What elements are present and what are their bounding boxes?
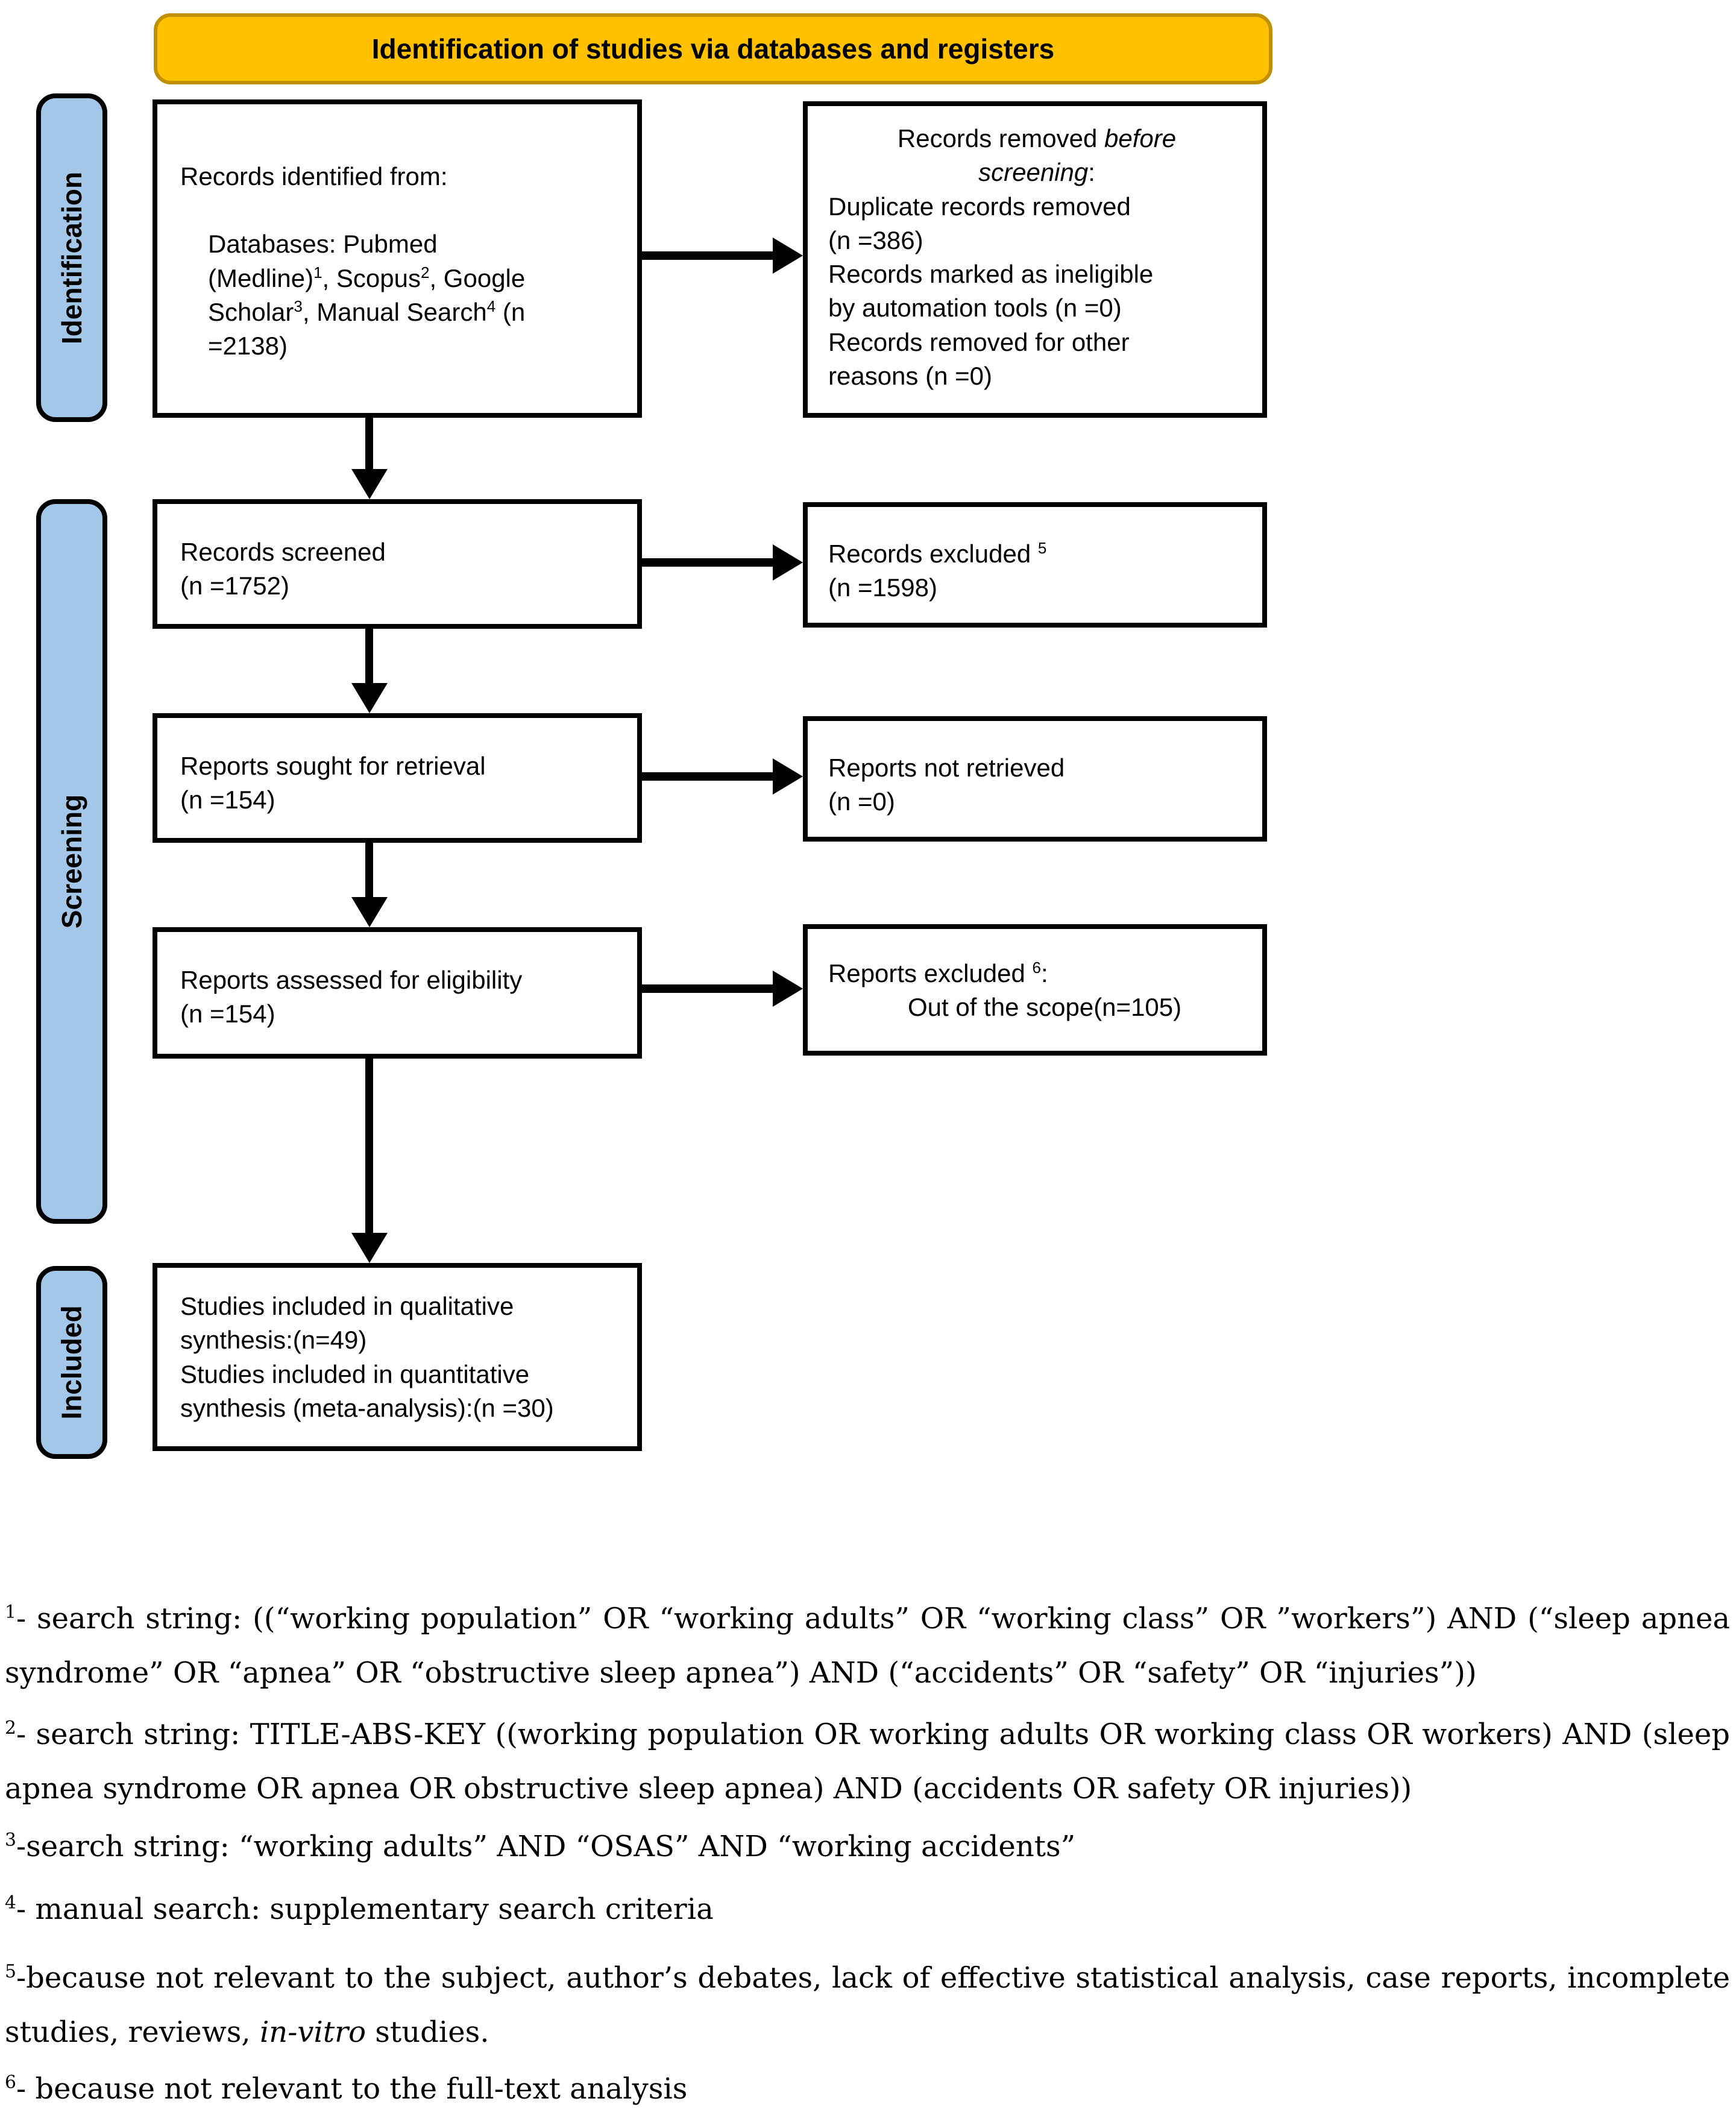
arrow-screened-to-excluded-line <box>642 558 774 567</box>
arrow-identified-to-removed-line <box>642 251 774 260</box>
records-identified-detail: Databases: Pubmed (Medline)1, Scopus2, G… <box>208 230 526 361</box>
arrow-assessed-to-included-head <box>351 1233 388 1263</box>
flow-box-reports-not-retrieved: Reports not retrieved (n =0) <box>803 716 1267 842</box>
flow-box-reports-excluded: Reports excluded 6: Out of the scope(n=1… <box>803 924 1267 1056</box>
arrow-assessed-to-excluded-head <box>773 971 803 1007</box>
flow-box-records-screened: Records screened (n =1752) <box>153 499 642 629</box>
reports-excluded-line2: Out of the scope(n=105) <box>908 993 1182 1022</box>
footnote-3-search-string-google-scholar: 3-search string: “working adults” AND “O… <box>5 1830 1076 1863</box>
footnote-6-fulltext-exclusion: 6- because not relevant to the full-text… <box>5 2072 688 2106</box>
flow-box-reports-assessed: Reports assessed for eligibility (n =154… <box>153 927 642 1059</box>
reports-sought-text: Reports sought for retrieval (n =154) <box>180 752 486 814</box>
footnote-5-exclusion-reasons: 5-because not relevant to the subject, a… <box>5 1961 1730 2050</box>
diagram-title: Identification of studies via databases … <box>371 33 1055 65</box>
footnote-1-search-string-pubmed: 1- search string: ((“working population”… <box>5 1602 1730 1690</box>
reports-not-retrieved-text: Reports not retrieved (n =0) <box>828 754 1065 816</box>
arrow-identified-to-screened-head <box>351 469 388 499</box>
arrow-screened-to-sought-head <box>351 683 388 713</box>
reports-excluded-line1: Reports excluded 6: <box>828 959 1048 987</box>
reports-assessed-text: Reports assessed for eligibility (n =154… <box>180 966 523 1028</box>
arrow-assessed-to-excluded-line <box>642 984 774 993</box>
records-identified-intro: Records identified from: <box>180 162 448 191</box>
stage-label-included-text: Included <box>56 1305 87 1420</box>
records-excluded-text: Records excluded 5 (n =1598) <box>828 539 1047 602</box>
stage-label-identification-text: Identification <box>56 171 88 344</box>
stage-label-identification: Identification <box>36 93 107 422</box>
flow-box-studies-included: Studies included in qualitative synthesi… <box>153 1263 642 1451</box>
arrow-sought-to-assessed-line <box>365 843 373 898</box>
flow-box-records-identified: Records identified from: Databases: Pubm… <box>153 99 642 418</box>
arrow-identified-to-screened-line <box>365 418 373 470</box>
footnote-4-manual-search: 4- manual search: supplementary search c… <box>5 1892 714 1926</box>
arrow-sought-to-not-retrieved-head <box>773 758 803 795</box>
arrow-sought-to-not-retrieved-line <box>642 772 774 781</box>
stage-label-included: Included <box>36 1266 107 1459</box>
diagram-title-banner: Identification of studies via databases … <box>154 13 1272 84</box>
stage-label-screening-text: Screening <box>56 794 88 929</box>
records-removed-items: Duplicate records removed (n =386) Recor… <box>828 192 1154 390</box>
stage-label-screening: Screening <box>36 499 107 1224</box>
arrow-screened-to-sought-line <box>365 629 373 684</box>
arrow-assessed-to-included-line <box>365 1059 373 1234</box>
arrow-screened-to-excluded-head <box>773 544 803 581</box>
records-screened-text: Records screened (n =1752) <box>180 538 386 600</box>
arrow-identified-to-removed-head <box>773 238 803 274</box>
arrow-sought-to-assessed-head <box>351 897 388 927</box>
flow-box-records-excluded: Records excluded 5 (n =1598) <box>803 502 1267 628</box>
studies-included-text: Studies included in qualitative synthesi… <box>180 1292 554 1422</box>
flow-box-reports-sought: Reports sought for retrieval (n =154) <box>153 713 642 843</box>
records-removed-title: Records removed before screening: <box>897 124 1177 187</box>
flow-box-records-removed: Records removed before screening: Duplic… <box>803 101 1267 418</box>
footnote-2-search-string-scopus: 2- search string: TITLE-ABS-KEY ((workin… <box>5 1718 1730 1806</box>
